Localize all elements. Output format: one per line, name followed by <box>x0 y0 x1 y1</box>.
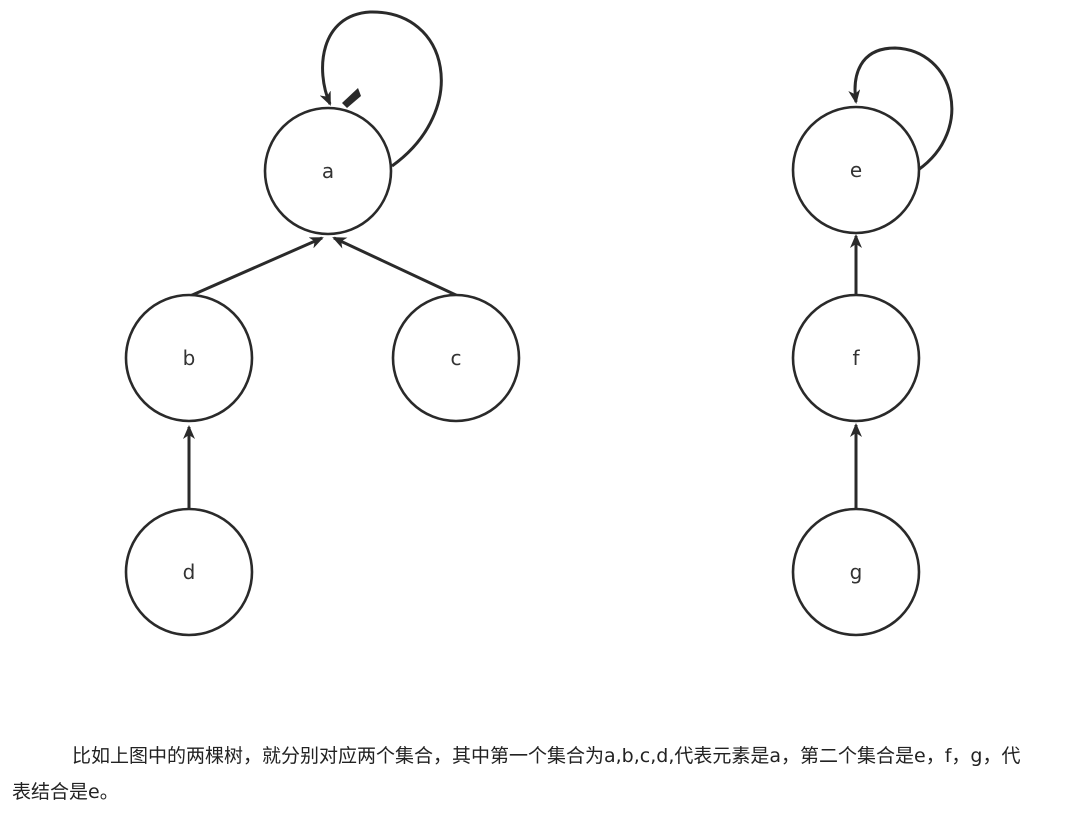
node-label-e: e <box>850 158 862 182</box>
union-find-diagram: a b c d e f g <box>124 10 954 637</box>
node-b: b <box>124 293 254 423</box>
edge-c-to-a <box>332 236 459 298</box>
node-d: d <box>124 507 254 637</box>
node-label-d: d <box>183 560 196 584</box>
self-loop-e <box>848 46 954 172</box>
node-label-b: b <box>183 346 196 370</box>
edge-b-to-a <box>189 236 324 298</box>
self-loop-a-tick <box>342 88 361 108</box>
caption-paragraph: 比如上图中的两棵树，就分别对应两个集合，其中第一个集合为a,b,c,d,代表元素… <box>12 745 1021 803</box>
node-label-a: a <box>322 159 334 183</box>
node-a: a <box>263 106 393 236</box>
node-e: e <box>791 105 921 235</box>
node-label-f: f <box>852 346 860 370</box>
node-f: f <box>791 293 921 423</box>
node-label-c: c <box>451 346 462 370</box>
node-c: c <box>391 293 521 423</box>
self-loop-a <box>319 10 443 168</box>
node-g: g <box>791 507 921 637</box>
node-label-g: g <box>850 560 863 584</box>
